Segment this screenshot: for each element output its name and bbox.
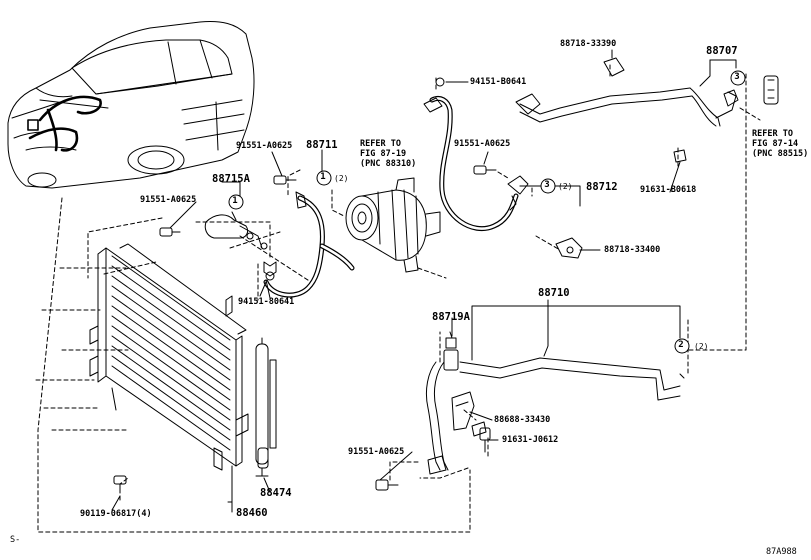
refer-line1: REFER TO xyxy=(360,139,401,149)
callout-1-hose: 1 xyxy=(320,172,326,182)
label-88710: 88710 xyxy=(538,287,570,299)
label-90119-06817: 90119-06817(4) xyxy=(80,509,152,519)
pipe-88712 xyxy=(423,57,779,232)
bracket-88718-33400 xyxy=(555,237,583,259)
label-91631-B0618: 91631-B0618 xyxy=(640,185,697,195)
label-91631-J0612: 91631-J0612 xyxy=(502,435,559,445)
label-91551-A0625-mid: 91551-A0625 xyxy=(454,139,511,149)
leader-lines xyxy=(35,61,761,533)
label-88460: 88460 xyxy=(236,507,268,519)
condenser xyxy=(89,243,249,471)
hose-88711 xyxy=(259,191,355,298)
callout-3-pipe: 3 xyxy=(544,180,550,190)
refer-line2: FIG 87-19 xyxy=(360,148,407,159)
receiver-drier xyxy=(255,337,277,477)
pipe-88710 xyxy=(425,331,685,475)
label-leaders xyxy=(111,49,737,513)
label-88718-33400: 88718-33400 xyxy=(604,245,661,255)
bolts-left xyxy=(159,175,297,277)
refer-line3: (PNC 88515) xyxy=(752,148,809,159)
label-88474: 88474 xyxy=(260,487,292,499)
vehicle-outline xyxy=(7,21,255,189)
page-code: 87A988 xyxy=(766,547,797,557)
callout-circles xyxy=(228,70,746,354)
bracket-88715A xyxy=(204,214,268,250)
callout-1-bracket: 1 xyxy=(232,196,238,206)
bolt-mid xyxy=(473,165,497,175)
refer-line1: REFER TO xyxy=(752,129,793,139)
corner-mark: S- xyxy=(10,535,21,545)
compressor xyxy=(345,177,441,273)
callout-qty-3: (2) xyxy=(558,182,573,191)
label-88719A: 88719A xyxy=(432,311,470,323)
label-94151-B0641: 94151-B0641 xyxy=(470,77,527,87)
label-91551-A0625-bottom: 91551-A0625 xyxy=(348,447,405,457)
refer-line2: FIG 87-14 xyxy=(752,138,799,149)
refer-fig-87-14[interactable]: REFER TO FIG 87-14 (PNC 88515) xyxy=(752,129,809,159)
callout-2-lower: 2 xyxy=(678,340,684,350)
label-88718-33390: 88718-33390 xyxy=(560,39,617,49)
refer-fig-87-19[interactable]: REFER TO FIG 87-19 (PNC 88310) xyxy=(360,139,417,169)
label-88715A: 88715A xyxy=(212,173,250,185)
label-88711: 88711 xyxy=(306,139,338,151)
bolts-lower xyxy=(113,427,491,493)
label-88688-33430: 88688-33430 xyxy=(494,415,551,425)
callout-qty-2: (2) xyxy=(694,342,709,351)
label-91551-A0625-left: 91551-A0625 xyxy=(140,195,197,205)
refer-line3: (PNC 88310) xyxy=(360,158,417,169)
label-94151-80641: 94151-80641 xyxy=(238,297,295,307)
callout-3-upper: 3 xyxy=(734,72,740,82)
label-91551-A0625-top: 91551-A0625 xyxy=(236,141,293,151)
label-88712: 88712 xyxy=(586,181,618,193)
callout-qty-1: (2) xyxy=(334,174,349,183)
label-88707: 88707 xyxy=(706,45,738,57)
